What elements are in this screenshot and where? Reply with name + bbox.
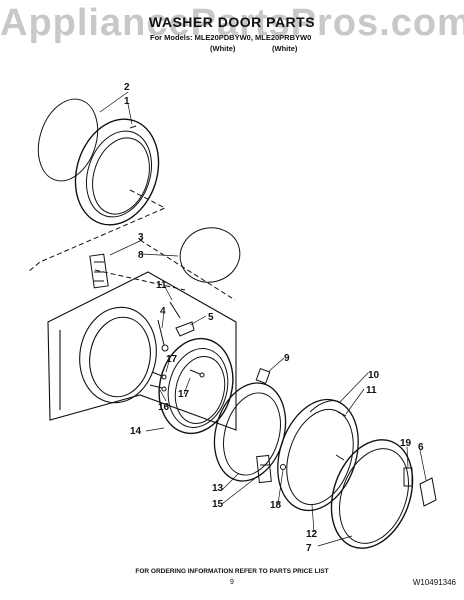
door-glass-top [37,98,99,182]
callout-12: 12 [306,529,318,540]
dashed-guide-mid [94,269,186,291]
callout-16: 16 [158,402,170,413]
callout-11: 11 [156,280,167,291]
callout-8: 8 [138,250,144,261]
model-list: For Models: MLE20PDBYW0, MLE20PRBYW0 [150,33,312,42]
callout-11b: 11 [366,385,377,396]
callout-4: 4 [160,306,166,317]
watermark: AppliancePartsPros.com [0,2,464,44]
callout-15: 15 [212,499,224,510]
callout-17a: 17 [166,354,178,365]
ordering-note: FOR ORDERING INFORMATION REFER TO PARTS … [135,568,329,575]
color-label-2: (White) [272,44,298,53]
outer-door-ring [74,118,160,226]
dashed-guide-right [139,239,236,301]
color-label-1: (White) [210,44,236,53]
dashed-guide-top [27,189,167,273]
callout-2: 2 [124,82,130,93]
callout-5: 5 [208,312,214,323]
door-hinge [89,253,109,289]
callout-9: 9 [284,353,290,364]
small-screw [280,464,286,470]
callout-14: 14 [130,426,142,437]
callout-10: 10 [368,370,380,381]
page-title: WASHER DOOR PARTS [148,14,316,30]
screw-set-center [149,369,205,392]
document-part-number: W10491346 [412,578,456,587]
callout-1: 1 [124,96,130,107]
page-number: 9 [230,579,234,586]
door-strike [255,368,271,384]
inner-door-frame [158,337,234,435]
callout-13: 13 [212,483,224,494]
callout-7: 7 [306,543,312,554]
screw-set-left [157,301,181,352]
callout-numbers: 2 1 3 8 11 4 5 17 17 16 14 9 10 11 13 15… [124,82,424,554]
outer-trim-ring [330,439,414,549]
inner-door-glass [179,227,241,283]
callout-19: 19 [400,438,412,449]
leader-lines [99,91,427,547]
callout-18: 18 [270,500,282,511]
latch-bracket [175,321,195,337]
front-panel [47,271,237,431]
hinge-block [256,454,272,484]
callout-17b: 17 [178,389,190,400]
callout-3: 3 [138,232,144,243]
callout-6: 6 [418,442,424,453]
